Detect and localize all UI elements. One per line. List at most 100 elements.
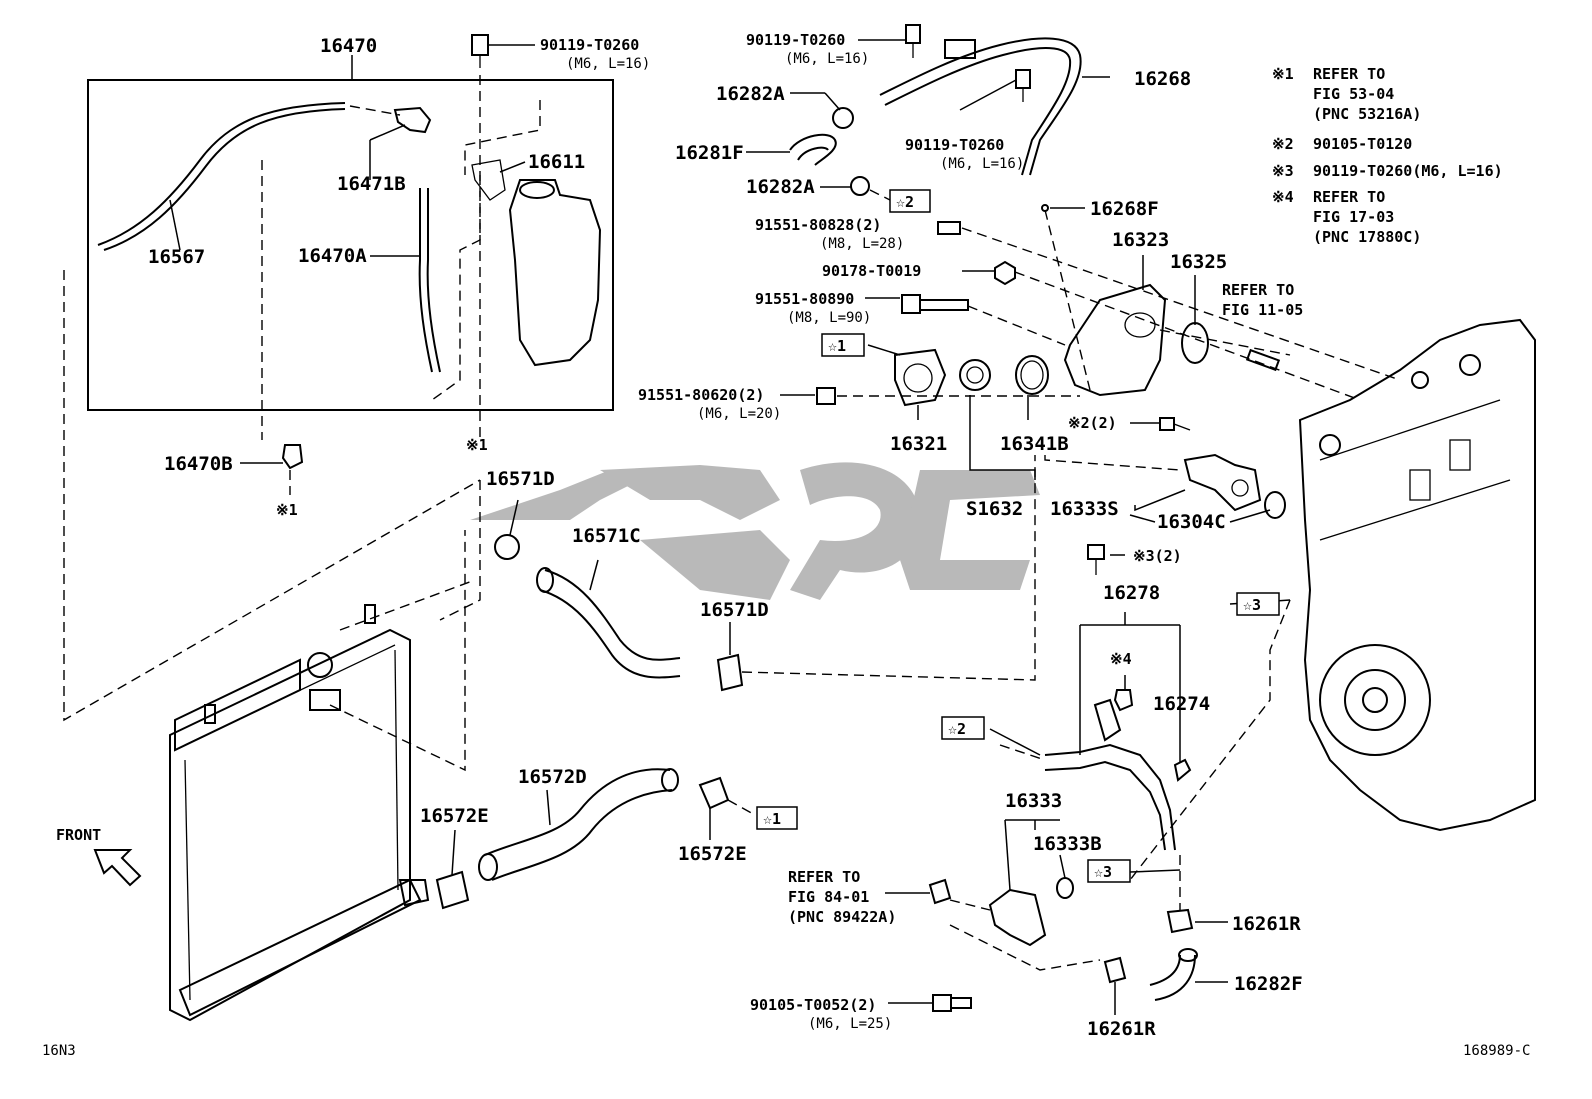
label-16261R-a: 16261R	[1232, 913, 1301, 935]
bolt-90119-T0260-c	[1015, 69, 1031, 89]
clamp-16572E-b	[698, 776, 730, 810]
sensor-89422A	[928, 878, 952, 905]
label-91551-80828-spec: (M8, L=28)	[820, 236, 904, 252]
bolt-91551-80620	[816, 387, 836, 405]
label-90119-T0260-b: 90119-T0260	[746, 31, 845, 49]
label-16333B: 16333B	[1033, 833, 1102, 855]
hose-16571C	[544, 569, 681, 661]
front-arrow	[93, 849, 142, 887]
reservoir-tank-16611	[508, 179, 602, 367]
legend-n1-l1: REFER TO	[1313, 65, 1385, 83]
label-16325: 16325	[1170, 251, 1227, 273]
label-refer-fig8401-c: (PNC 89422A)	[788, 908, 896, 926]
label-16611: 16611	[528, 151, 585, 173]
label-16321: 16321	[890, 433, 947, 455]
legend-n1-mark: ※1	[1272, 65, 1294, 83]
label-90119-T0260-b-spec: (M6, L=16)	[785, 51, 869, 67]
label-16567: 16567	[148, 246, 205, 268]
label-90119-T0260-c-spec: (M6, L=16)	[940, 156, 1024, 172]
bolt-90105-T0052	[932, 994, 952, 1012]
label-16278: 16278	[1103, 582, 1160, 604]
pipe-16333S	[1183, 453, 1262, 512]
clamp-16571D-a	[494, 534, 520, 560]
legend-n1-l2: FIG 53-04	[1313, 85, 1394, 103]
pipe-16268	[879, 37, 1082, 176]
label-91551-80890-spec: (M8, L=90)	[787, 310, 871, 326]
label-90105-T0052-spec: (M6, L=25)	[808, 1016, 892, 1032]
label-16323: 16323	[1112, 229, 1169, 251]
hose-16572D	[484, 768, 671, 856]
star-label-2-bottom: ☆2	[948, 720, 966, 738]
label-16572E-b: 16572E	[678, 843, 747, 865]
legend-n4-l1: REFER TO	[1313, 188, 1385, 206]
label-16333S: 16333S	[1050, 498, 1119, 520]
label-16470B: 16470B	[164, 453, 233, 475]
label-16341B: 16341B	[1000, 433, 1069, 455]
corner-label-right: 168989-C	[1463, 1043, 1530, 1059]
label-91551-80890: 91551-80890	[755, 290, 854, 308]
label-16282A-a: 16282A	[716, 83, 785, 105]
label-16571C: 16571C	[572, 525, 641, 547]
hose-16282F	[1149, 954, 1181, 986]
label-S1632: S1632	[966, 498, 1023, 520]
label-16268: 16268	[1134, 68, 1191, 90]
legend-n1-l3: (PNC 53216A)	[1313, 105, 1421, 123]
gasket-16304C	[1264, 491, 1286, 519]
radiator	[169, 604, 430, 1022]
label-refer-fig8401-a: REFER TO	[788, 868, 860, 886]
clamp-16282A-a	[832, 107, 854, 129]
label-91551-80828: 91551-80828(2)	[755, 216, 881, 234]
clamp-16261R-b	[1103, 956, 1127, 984]
line-16268F	[1044, 209, 1091, 391]
label-note4: ※4	[1110, 650, 1132, 668]
label-note1-under-a: ※1	[466, 436, 488, 454]
cap-16471B	[393, 106, 432, 134]
pipe-16274	[1173, 758, 1192, 782]
star-box-1-top	[821, 333, 865, 357]
water-outlet-16323	[1063, 283, 1167, 397]
hose-16281F	[789, 133, 837, 166]
gasket-16341B	[1015, 355, 1049, 395]
label-90105-T0052: 90105-T0052(2)	[750, 996, 876, 1014]
star-label-3-bottom: ☆3	[1094, 863, 1112, 881]
label-refer-fig8401-b: FIG 84-01	[788, 888, 869, 906]
label-16470A: 16470A	[298, 245, 367, 267]
star-label-1-top: ☆1	[828, 337, 846, 355]
label-16470: 16470	[320, 35, 377, 57]
label-91551-80620-spec: (M6, L=20)	[697, 406, 781, 422]
label-16571D-a: 16571D	[486, 468, 555, 490]
label-16282A-b: 16282A	[746, 176, 815, 198]
reservoir-group-box	[87, 79, 614, 411]
watermark-logo	[470, 462, 1040, 600]
label-16571D-b: 16571D	[700, 599, 769, 621]
hose-16567	[97, 102, 346, 246]
engine-block	[1298, 318, 1536, 832]
clamp-16572E-a	[435, 870, 470, 910]
label-16268F: 16268F	[1090, 198, 1159, 220]
clamp-16571D-b	[716, 653, 744, 692]
legend-n3-mark: ※3	[1272, 162, 1294, 180]
label-note1-under-b: ※1	[276, 501, 298, 519]
bolt-note3	[1087, 544, 1105, 560]
legend-n4-l3: (PNC 17880C)	[1313, 228, 1421, 246]
label-note2-2: ※2(2)	[1068, 414, 1117, 432]
label-refer-fig1105-a: REFER TO	[1222, 281, 1294, 299]
legend-n3-l1: 90119-T0260(M6, L=16)	[1313, 162, 1503, 180]
label-16261R-b: 16261R	[1087, 1018, 1156, 1040]
front-label: FRONT	[56, 826, 101, 844]
label-16572E-a: 16572E	[420, 805, 489, 827]
legend-n2-l1: 90105-T0120	[1313, 135, 1412, 153]
bolt-note2	[1159, 417, 1175, 431]
legend-n4-l2: FIG 17-03	[1313, 208, 1394, 226]
nut-90178-T0019	[994, 260, 1016, 286]
label-16274: 16274	[1153, 693, 1210, 715]
label-16471B: 16471B	[337, 173, 406, 195]
clamp-16261R-a	[1166, 908, 1194, 934]
star-label-3-right: ☆3	[1243, 596, 1261, 614]
label-16281F: 16281F	[675, 142, 744, 164]
label-91551-80620: 91551-80620(2)	[638, 386, 764, 404]
label-90119-T0260-c: 90119-T0260	[905, 136, 1004, 154]
bolt-91551-80828	[937, 221, 961, 235]
star-label-2-top: ☆2	[896, 193, 914, 211]
